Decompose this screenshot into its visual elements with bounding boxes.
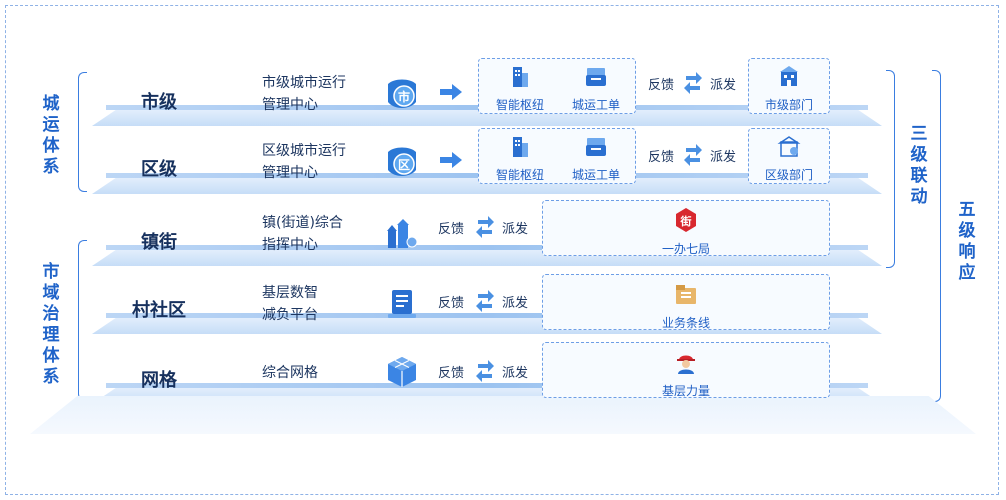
city-badge-icon: 市 (388, 79, 416, 108)
wide-box-community: 业务条线 (542, 274, 830, 330)
ops-ticket-item: 城运工单 (561, 65, 631, 113)
three-level-linkage-label: 三级联动 (910, 124, 928, 207)
city-dept-item: 市级部门 (754, 65, 824, 113)
dispatch-label: 派发 (502, 296, 529, 311)
business-lines-item: 业务条线 (641, 281, 731, 331)
five-level-response-label: 五级响应 (958, 200, 976, 283)
base-floor (30, 396, 976, 434)
district-badge-icon: 区 (388, 147, 416, 176)
feedback-label: 反馈 (438, 222, 465, 237)
city-ops-system-label: 城运体系 (42, 94, 60, 177)
arrow-right-icon (440, 152, 462, 168)
dispatch-label: 派发 (502, 366, 529, 381)
level-name-city: 市级 (141, 92, 177, 113)
diagram-frame (5, 5, 999, 495)
dispatch-label: 派发 (710, 150, 737, 165)
dept-outline-icon (777, 136, 801, 157)
hub-box-city: 智能枢纽 城运工单 (478, 58, 636, 114)
wide-box-town: 街 一办七局 (542, 200, 830, 256)
bidirectional-arrow-icon (684, 72, 702, 94)
governance-system-label: 市域治理体系 (42, 262, 60, 387)
grassroots-force-item: 基层力量 (641, 349, 731, 399)
town-buildings-icon (387, 219, 418, 248)
dispatch-label: 派发 (502, 222, 529, 237)
three-level-bracket (886, 70, 895, 268)
arrow-right-icon (440, 84, 462, 100)
one-office-seven-bureaus-item: 街 一办七局 (641, 207, 731, 257)
dept-box-city: 市级部门 (748, 58, 830, 114)
wide-box-grid: 基层力量 (542, 342, 830, 398)
feedback-label: 反馈 (648, 150, 675, 165)
bidirectional-arrow-icon (476, 290, 494, 312)
building-icon (513, 67, 528, 87)
grid-cube-icon (388, 357, 416, 387)
svg-text:区: 区 (398, 158, 410, 172)
ticket-tray-icon (586, 138, 606, 156)
dept-building-icon (780, 66, 798, 86)
feedback-label: 反馈 (648, 78, 675, 93)
district-dept-item: 区级部门 (754, 135, 824, 183)
governance-bracket (78, 240, 87, 400)
dept-box-district: 区级部门 (748, 128, 830, 184)
hub-box-district: 智能枢纽 城运工单 (478, 128, 636, 184)
dispatch-label: 派发 (710, 78, 737, 93)
level-desc-district: 区级城市运行管理中心 (262, 143, 346, 181)
level-desc-grid: 综合网格 (262, 365, 318, 381)
level-desc-town: 镇(街道)综合指挥中心 (262, 215, 343, 253)
bidirectional-arrow-icon (684, 144, 702, 166)
street-badge-icon: 街 (676, 208, 696, 232)
feedback-label: 反馈 (438, 366, 465, 381)
bidirectional-arrow-icon (476, 216, 494, 238)
ticket-tray-icon (586, 68, 606, 86)
business-folder-icon (676, 285, 696, 304)
building-icon (513, 137, 528, 157)
level-name-district: 区级 (141, 159, 177, 180)
smart-hub-item: 智能枢纽 (485, 135, 555, 183)
svg-text:市: 市 (398, 89, 410, 104)
level-name-community: 村社区 (132, 300, 186, 321)
ops-ticket-item: 城运工单 (561, 135, 631, 183)
level-desc-community: 基层数智减负平台 (262, 285, 318, 323)
level-desc-city: 市级城市运行管理中心 (262, 75, 346, 113)
level-name-grid: 网格 (141, 370, 177, 391)
five-level-bracket (932, 70, 941, 402)
platform-device-icon (388, 290, 416, 318)
bidirectional-arrow-icon (476, 360, 494, 382)
smart-hub-item: 智能枢纽 (485, 65, 555, 113)
city-ops-bracket (78, 72, 87, 192)
feedback-label: 反馈 (438, 296, 465, 311)
worker-helmet-icon (677, 355, 695, 374)
svg-text:街: 街 (680, 214, 692, 228)
level-name-town: 镇街 (141, 232, 177, 253)
